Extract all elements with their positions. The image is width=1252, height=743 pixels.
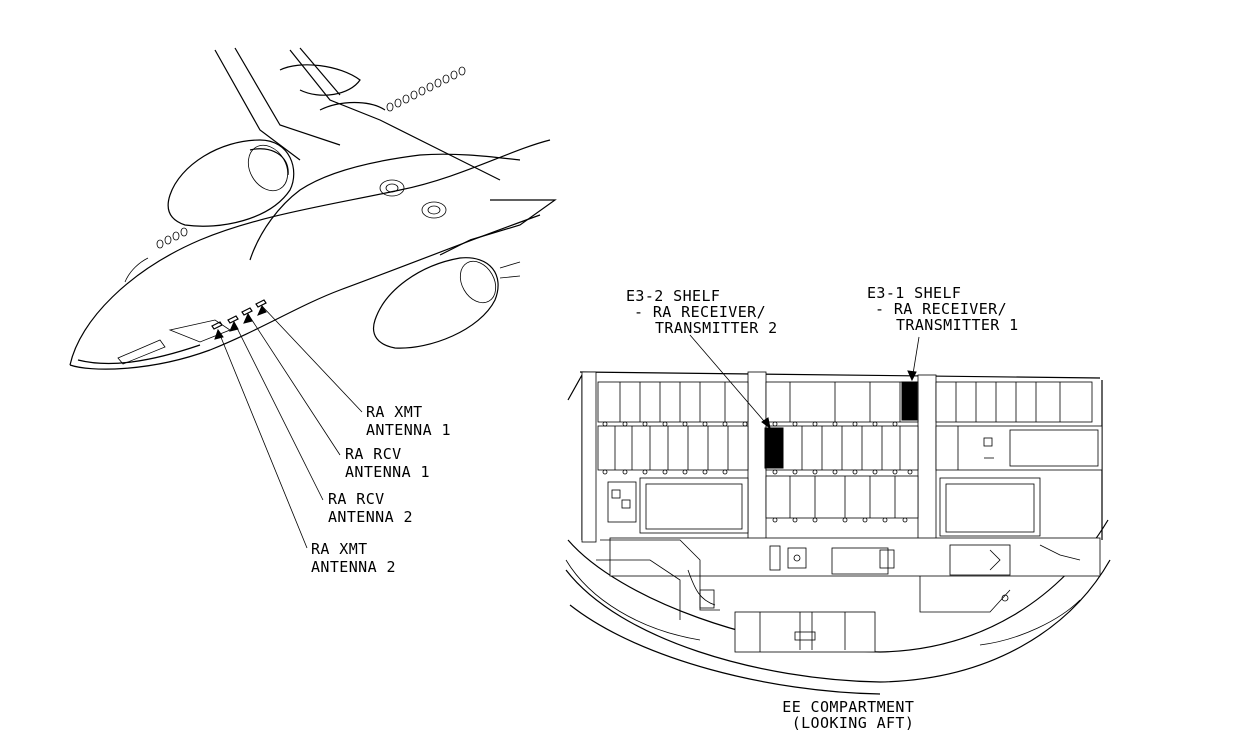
airplane-underside-illustration: [69, 47, 557, 370]
label-e3-1-shelf: E3-1 SHELF - RA RECEIVER/ TRANSMITTER 1: [867, 284, 1019, 334]
middle-shelf-units: [597, 425, 1103, 471]
antenna-leader-lines: [214, 304, 363, 549]
belly-antenna-markers: [211, 299, 267, 330]
label-ra-xmt-antenna-1: RA XMT ANTENNA 1: [366, 403, 451, 439]
label-ee-compartment: EE COMPARTMENT (LOOKING AFT): [782, 698, 923, 732]
shelf-leader-lines: [689, 334, 920, 430]
label-ra-rcv-antenna-1: RA RCV ANTENNA 1: [345, 445, 430, 481]
ra-receiver-transmitter-2-unit: [764, 427, 784, 469]
label-ra-xmt-antenna-2: RA XMT ANTENNA 2: [311, 540, 396, 576]
top-shelf-units: [597, 381, 1093, 423]
label-e3-2-shelf: E3-2 SHELF - RA RECEIVER/ TRANSMITTER 2: [626, 287, 778, 337]
ee-compartment-illustration: [565, 371, 1111, 695]
label-ra-rcv-antenna-2: RA RCV ANTENNA 2: [328, 490, 413, 526]
ra-receiver-transmitter-1-unit: [901, 381, 918, 421]
